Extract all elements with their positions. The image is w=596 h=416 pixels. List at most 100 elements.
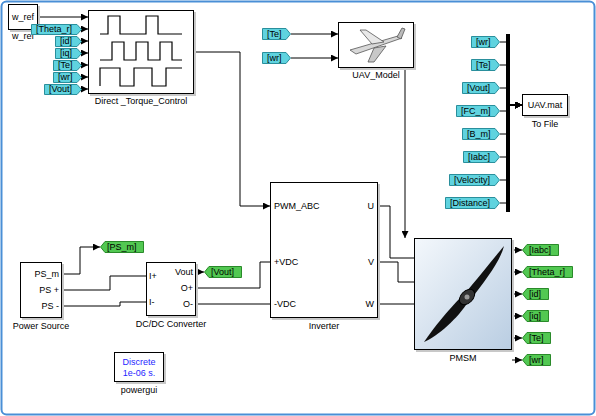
block-label: U (368, 201, 375, 212)
block-label: [Te] (58, 60, 73, 71)
goto-tag: [Te] (522, 332, 551, 344)
block-label: [FC_m] (461, 106, 491, 117)
waveform-icon (100, 16, 182, 86)
block-label: Power Source (13, 321, 70, 332)
signal-line (378, 304, 414, 305)
block-label: [B_m] (467, 129, 491, 140)
block-label: w_ref (12, 12, 34, 23)
block-label: [id] (529, 289, 541, 300)
signal-line (500, 42, 522, 105)
tag-outline (523, 289, 549, 300)
block-label: PMSM (450, 353, 477, 364)
power-source-block: PS_mPS +PS -Power Source (20, 262, 62, 318)
goto-tag: [Vout] (204, 266, 242, 278)
signal-line (500, 105, 522, 111)
block-label: W (366, 299, 375, 310)
block-label: [Distance] (450, 198, 490, 209)
tag-outline (32, 24, 82, 34)
signal-line (500, 105, 522, 203)
from-tag: [wr] (53, 72, 82, 83)
block-label: UAV_Model (352, 70, 399, 81)
tag-outline (472, 37, 500, 48)
from-tag: [Theta_r] (31, 24, 82, 35)
block-label: [Vout] (49, 84, 72, 95)
tag-outline (263, 53, 291, 64)
motor-block: PMSM (414, 238, 512, 350)
motor-ground (414, 238, 512, 350)
block-label: To File (532, 119, 559, 130)
block-label: [id] (60, 36, 72, 47)
from-tag: [Te] (471, 59, 500, 71)
signal-line (500, 105, 522, 134)
signal-line (512, 272, 522, 273)
tag-outline (45, 84, 82, 94)
block-label: Vout (175, 267, 193, 278)
tag-outline (54, 72, 82, 82)
block-label: 1e-06 s. (123, 368, 156, 379)
inverter-block: PWM_ABC+VDC-VDCUVWInverter (270, 182, 378, 318)
signal-line (512, 294, 522, 295)
tag-outline (463, 83, 500, 94)
block-label: [Iabc] (468, 152, 490, 163)
tag-outline (523, 355, 551, 366)
from-tag: [Vout] (462, 82, 500, 94)
block-label: PS_m (34, 269, 59, 280)
block-label: [Vout] (467, 83, 490, 94)
block-label: I+ (149, 271, 157, 282)
signal-line (405, 68, 406, 238)
signal-line (500, 88, 522, 105)
from-tag: [Te] (53, 60, 82, 71)
signal-line (62, 276, 146, 290)
block-label: Discrete (122, 357, 155, 368)
from-tag: [FC_m] (456, 105, 500, 117)
signal-line (512, 250, 522, 251)
block-label: Inverter (309, 321, 340, 332)
block-label: [wr] (476, 37, 491, 48)
mux-bar (506, 34, 510, 212)
block-label: [wr] (529, 355, 544, 366)
from-tag: [iq] (55, 48, 82, 59)
tag-outline (472, 60, 500, 71)
powergui-block: Discrete1e-06 s.powergui (114, 352, 164, 382)
signal-line (512, 316, 522, 317)
block-label: PWM_ABC (274, 201, 320, 212)
block-label: PS - (41, 301, 59, 312)
to-file-block: UAV.matTo File (522, 94, 568, 116)
block-label: [Vout] (211, 267, 234, 278)
from-tag: [Iabc] (463, 151, 500, 163)
block-label: [Te] (267, 29, 282, 40)
block-label: [iq] (529, 311, 541, 322)
block-label: +VDC (274, 257, 298, 268)
tag-outline (523, 245, 559, 256)
goto-tag: [Theta_r] (522, 266, 573, 278)
signal-line (38, 17, 88, 18)
signal-line (512, 360, 522, 361)
tag-outline (523, 267, 573, 278)
from-tag: [id] (55, 36, 82, 47)
goto-tag: [id] (522, 288, 549, 300)
tag-outline (54, 60, 82, 70)
block-label: V (368, 257, 374, 268)
block-label: I- (149, 297, 155, 308)
propeller-icon (424, 246, 504, 342)
signal-line (62, 247, 100, 274)
signal-line (291, 34, 338, 35)
block-label: O- (183, 299, 193, 310)
block-label: O+ (181, 283, 193, 294)
signal-line (291, 58, 338, 59)
block-label: [wr] (58, 72, 73, 83)
from-tag: [B_m] (462, 128, 500, 140)
from-tag: [wr] (262, 52, 291, 64)
block-label: DC/DC Converter (136, 319, 207, 330)
signal-line (512, 338, 522, 339)
tag-outline (450, 175, 500, 186)
block-label: [PS_m] (107, 242, 137, 253)
block-label: [Theta_r] (36, 24, 72, 35)
block-label: powergui (121, 385, 158, 396)
from-tag: [Te] (262, 28, 291, 40)
from-tag: [Velocity] (449, 174, 500, 186)
block-label: -VDC (274, 299, 296, 310)
tag-outline (446, 198, 500, 209)
signal-line (500, 65, 522, 105)
